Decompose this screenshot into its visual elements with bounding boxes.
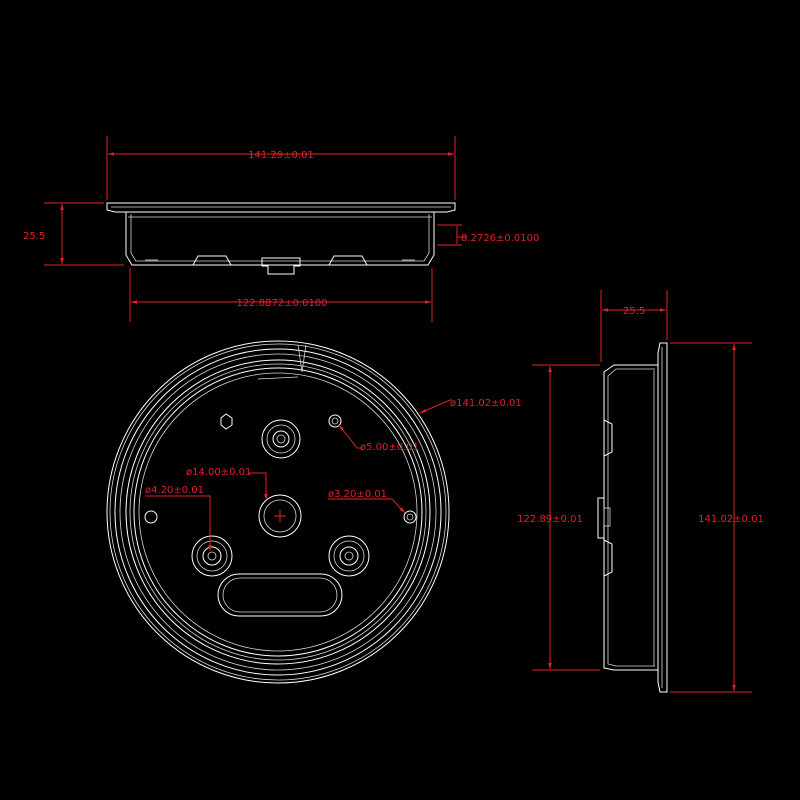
hole-5-label: ø5.00±0.01 [360,442,419,453]
top-step-label: 8.2726±0.0100 [461,233,539,244]
side-inner-label: 122.89±0.01 [517,514,583,525]
side-depth-label: 25.5 [623,306,645,317]
top-width-label: 141.29±0.01 [248,150,314,161]
hole-14-label: ø14.00±0.01 [186,467,251,478]
hole-3-20-label: ø3.20±0.01 [328,489,387,500]
top-bottom-width-label: 122.8872±0.0100 [236,298,327,309]
top-view: 141.29±0.01 25.5 8.2726±0.0100 122.8872±… [23,136,539,322]
outer-diameter-label: ø141.02±0.01 [450,398,522,409]
side-outer-label: 141.02±0.01 [698,514,764,525]
hole-4-20-label: ø4.20±0.01 [145,485,204,496]
side-view: 25.5 122.89±0.01 141.02±0.01 [517,290,764,693]
front-view: ø141.02±0.01 ø5.00±0.01 ø14.00±0.01 ø4.2… [106,340,522,684]
top-height-label: 25.5 [23,231,45,242]
